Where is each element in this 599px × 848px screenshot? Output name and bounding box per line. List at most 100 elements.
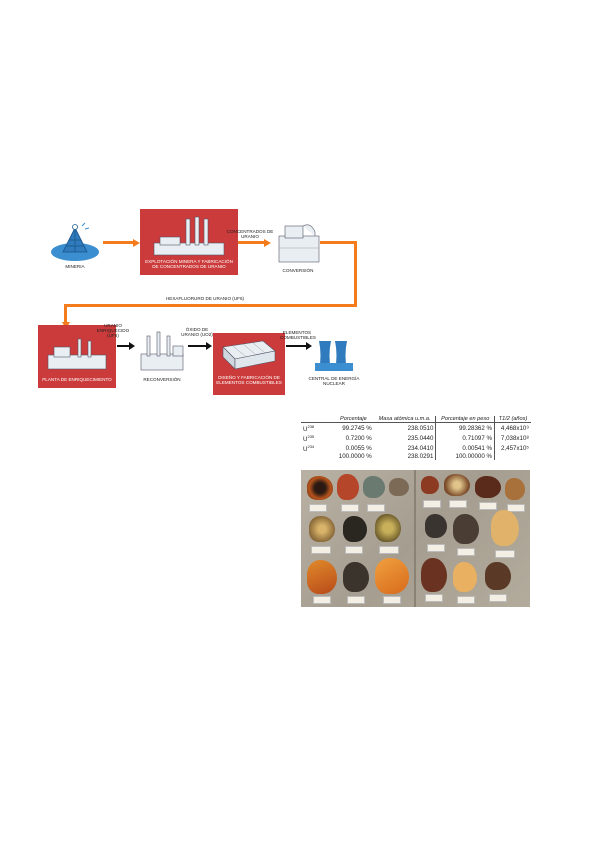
- enriched-uranium-label: URANIO ENRIQUECIDO (UF6): [96, 323, 130, 338]
- mineral-specimen: [375, 558, 409, 594]
- specimen-card: [383, 596, 401, 604]
- half-life-cell: [494, 453, 531, 461]
- specimen-card: [313, 596, 331, 604]
- specimen-card: [495, 550, 515, 558]
- specimen-card: [379, 546, 399, 554]
- mass-cell: 234.0410: [407, 444, 434, 452]
- mineral-specimen: [453, 562, 477, 592]
- uranium-oxide-label: ÓXIDO DE URANIO (UO2): [181, 327, 213, 337]
- specimen-card: [479, 502, 497, 510]
- table-row: U238 99.2745 % 238.0510 99.28362 % 4,468…: [301, 422, 531, 434]
- mass-cell: 238.0510: [407, 424, 434, 432]
- isotope-cell: U238: [303, 424, 315, 434]
- weight-cell: 99.28362 %: [435, 422, 495, 434]
- mineral-specimen: [363, 476, 385, 498]
- half-life-cell: 2,457x10⁵: [494, 443, 531, 454]
- specimen-card: [457, 596, 475, 604]
- weight-cell: 0.71097 %: [435, 433, 495, 444]
- mass-cell: 235.0440: [407, 434, 434, 442]
- percent-cell: 100.0000 %: [338, 453, 372, 461]
- flow-arrow: [286, 345, 306, 347]
- mineral-specimen: [491, 510, 519, 546]
- conversion-label: CONVERSIÓN: [282, 268, 314, 273]
- arrow-head-icon: [206, 342, 212, 350]
- arrow-head-icon: [306, 342, 312, 350]
- weight-cell: 100.00000 %: [435, 453, 495, 461]
- mineral-specimen: [389, 478, 409, 496]
- mineral-specimen: [307, 560, 337, 594]
- header-weight-percent: Porcentaje en peso: [435, 416, 495, 423]
- specimen-card: [347, 596, 365, 604]
- arrow-head-icon: [264, 238, 271, 247]
- flow-arrow: [65, 304, 357, 307]
- percent-cell: 0.0055 %: [345, 444, 372, 452]
- factory-icon: [153, 216, 225, 256]
- mineral-specimen: [485, 562, 511, 590]
- flow-arrow: [320, 241, 356, 244]
- mineral-specimen: [337, 474, 359, 500]
- flow-arrow: [238, 241, 264, 244]
- flow-arrow: [64, 304, 67, 324]
- specimen-card: [423, 500, 441, 508]
- table-row: 100.0000 % 238.0291 100.00000 %: [301, 453, 531, 461]
- flow-arrow: [117, 345, 129, 347]
- half-life-cell: 7,038x10⁸: [494, 433, 531, 444]
- photo-divider: [414, 470, 416, 607]
- specimen-card: [507, 504, 525, 512]
- specimen-card: [425, 594, 443, 602]
- specimen-card: [427, 544, 445, 552]
- hexafluoride-label: HEXAFLUORURO DE URANIO (UF6): [165, 296, 245, 301]
- header-half-life: T1/2 (años): [494, 416, 531, 423]
- arrow-head-icon: [133, 238, 140, 247]
- fabrication-box: DISEÑO Y FABRICACIÓN DE ELEMENTOS COMBUS…: [213, 333, 285, 395]
- mineral-specimen: [505, 478, 525, 500]
- header-percent: Porcentaje: [340, 416, 367, 422]
- percent-cell: 0.7200 %: [345, 434, 372, 442]
- mineral-specimen: [453, 514, 479, 544]
- percent-cell: 99.2745 %: [342, 424, 372, 432]
- fabrication-label: DISEÑO Y FABRICACIÓN DE ELEMENTOS COMBUS…: [216, 375, 282, 385]
- conversion-plant-icon: [275, 218, 323, 266]
- header-atomic-mass: Masa atómica u.m.a.: [378, 416, 431, 422]
- mine-icon: [49, 222, 101, 262]
- isotope-mass-number: 238: [307, 424, 315, 429]
- flow-arrow: [103, 241, 133, 244]
- table-row: U234 0.0055 % 234.0410 0.00541 % 2,457x1…: [301, 443, 531, 454]
- mineral-specimen: [375, 514, 401, 542]
- isotope-table: Porcentaje Masa atómica u.m.a. Porcentaj…: [301, 416, 531, 461]
- half-life-cell: 4,468x10⁹: [494, 422, 531, 434]
- mineral-specimen: [444, 474, 470, 496]
- isotope-mass-number: 235: [307, 434, 315, 440]
- table-row: U235 0.7200 % 235.0440 0.71097 % 7,038x1…: [301, 433, 531, 444]
- fuel-elements-label: ELEMENTOS COMBUSTIBLES: [280, 330, 316, 340]
- mineral-specimen: [425, 514, 447, 538]
- specimen-card: [345, 546, 363, 554]
- mineral-specimen: [421, 476, 439, 494]
- enrichment-plant-label: PLANTA DE ENRIQUECIMIENTO: [42, 377, 112, 382]
- mass-cell: 238.0291: [407, 453, 434, 461]
- mineral-specimen: [421, 558, 447, 592]
- nuclear-plant-icon: [313, 333, 355, 373]
- flow-arrow: [188, 345, 206, 347]
- enrichment-plant-box: PLANTA DE ENRIQUECIMIENTO: [38, 325, 116, 388]
- nuclear-plant-label: CENTRAL DE ENERGÍA NUCLEAR: [308, 376, 360, 386]
- isotope-mass-number: 234: [307, 444, 315, 450]
- isotope-table-container: Porcentaje Masa atómica u.m.a. Porcentaj…: [301, 416, 531, 461]
- mineral-specimen: [475, 476, 501, 498]
- reconversion-plant-icon: [137, 330, 187, 372]
- mineral-specimen: [307, 476, 333, 500]
- mineral-specimen: [343, 562, 369, 592]
- specimen-card: [489, 594, 507, 602]
- extraction-box: EXPLOTACIÓN MINERA Y FABRICACIÓN DE CONC…: [140, 209, 238, 275]
- specimen-card: [449, 500, 467, 508]
- factory-icon: [47, 338, 107, 370]
- mineral-specimen: [309, 516, 335, 542]
- extraction-label: EXPLOTACIÓN MINERA Y FABRICACIÓN DE CONC…: [145, 259, 233, 269]
- isotope-cell: U234: [303, 444, 315, 454]
- specimen-card: [367, 504, 385, 512]
- concentrate-label: CONCENTRADOS DE URANIO: [226, 229, 274, 239]
- uranium-minerals-photo: [301, 470, 530, 607]
- arrow-head-icon: [129, 342, 135, 350]
- isotope-cell: U235: [303, 434, 315, 444]
- specimen-card: [309, 504, 327, 512]
